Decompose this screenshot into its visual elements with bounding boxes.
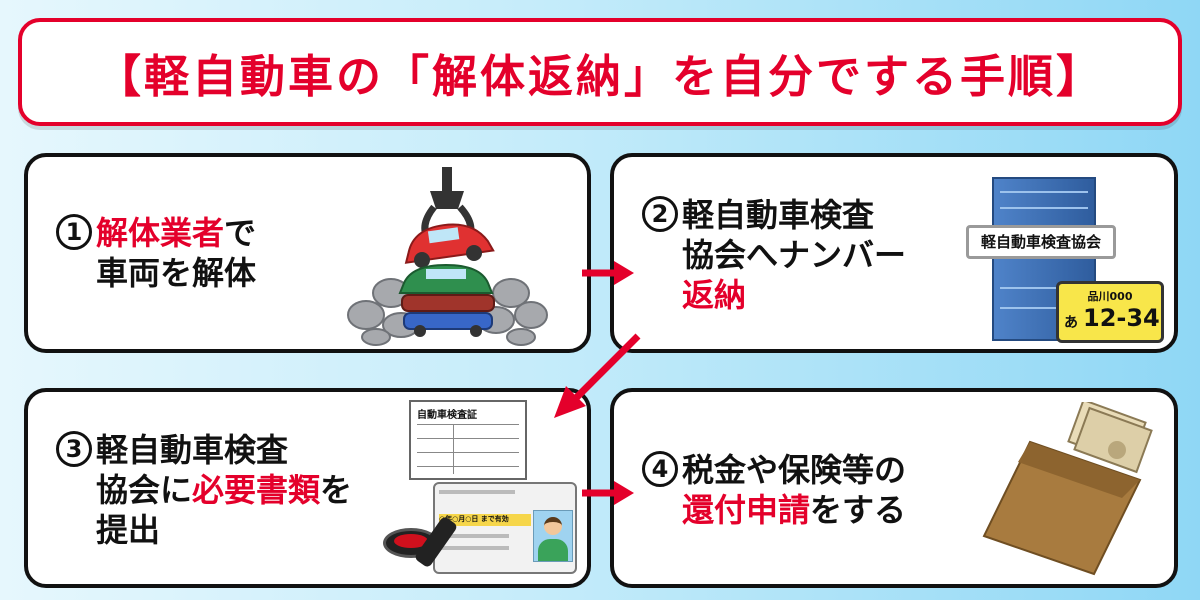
- inspection-certificate: 自動車検査証: [409, 400, 527, 480]
- page-title: 【軽自動車の「解体返納」を自分でする手順】: [95, 49, 1104, 103]
- step-3-highlight: 必要書類: [192, 471, 321, 509]
- plate-region: 品川000: [1087, 290, 1133, 303]
- step-3-line2-suffix: を: [320, 471, 353, 509]
- step-2-highlight: 返納: [682, 276, 747, 314]
- step-2-line1: 軽自動車検査: [682, 196, 875, 234]
- documents-icon: 自動車検査証 ○年○月○日 まで有効: [383, 398, 583, 583]
- step-2-line2: 協会へナンバー: [682, 236, 907, 274]
- arrow-step2-to-step3: [554, 333, 641, 418]
- license-plate-icon: 品川000 あ 12-34: [1056, 281, 1164, 343]
- license-validity: ○年○月○日 まで有効: [439, 514, 531, 526]
- license-photo: [533, 510, 573, 562]
- step-1-line2: 車両を解体: [96, 254, 257, 292]
- step-4-line1: 税金や保険等の: [682, 451, 907, 489]
- inspection-office-building-icon: 軽自動車検査協会 品川000 あ 12-34: [966, 177, 1166, 347]
- step-3-number: 3: [56, 431, 92, 467]
- scrapped-cars-icon: [347, 167, 548, 346]
- step-1-highlight: 解体業者: [96, 214, 225, 252]
- step-3-line3: 提出: [96, 511, 161, 549]
- title-banner: 【軽自動車の「解体返納」を自分でする手順】: [18, 18, 1182, 126]
- driver-license-card: ○年○月○日 まで有効: [433, 482, 577, 574]
- step-3-line2-prefix: 協会に: [96, 471, 193, 509]
- step-2-number: 2: [642, 196, 678, 232]
- step-4-highlight: 還付申請: [682, 491, 811, 529]
- plate-kana: あ: [1064, 315, 1078, 331]
- money-envelope-icon: [982, 402, 1153, 576]
- certificate-title: 自動車検査証: [417, 410, 477, 421]
- plate-number: 12-34: [1083, 304, 1160, 332]
- step-4-number: 4: [642, 451, 678, 487]
- step-1-line1-suffix: で: [224, 214, 257, 252]
- building-sign: 軽自動車検査協会: [966, 225, 1116, 259]
- step-3-line1: 軽自動車検査: [96, 431, 289, 469]
- step-4-line2-suffix: をする: [810, 491, 907, 529]
- arrow-step1-to-step2: [582, 261, 634, 285]
- step-1-number: 1: [56, 214, 92, 250]
- arrow-step3-to-step4: [582, 481, 634, 505]
